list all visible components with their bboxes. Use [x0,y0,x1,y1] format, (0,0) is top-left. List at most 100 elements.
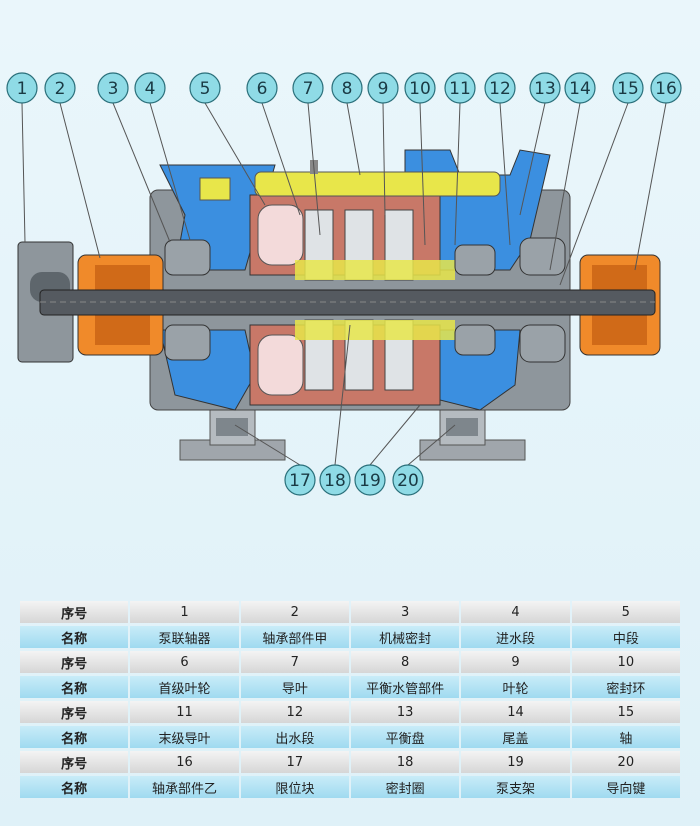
callout-circle [392,464,424,496]
table-cell: 轴承部件甲 [240,626,349,648]
callout-circle [134,72,166,104]
callout-number: 17 [289,471,311,491]
table-cell: 轴 [571,726,680,748]
callout-3: 3 [97,72,129,104]
callout-number: 8 [342,79,353,99]
callout-number: 15 [617,79,639,99]
table-cell: 叶轮 [461,676,570,698]
callout-circle [246,72,278,104]
table-row-names: 名称首级叶轮导叶平衡水管部件叶轮密封环 [20,676,680,698]
callout-number: 13 [534,79,556,99]
table-cell: 7 [240,651,349,673]
callout-20: 20 [392,464,424,496]
callout-11: 11 [444,72,476,104]
table-cell: 2 [240,601,349,623]
callout-6: 6 [246,72,278,104]
table-cell: 泵支架 [461,776,570,798]
table-cell: 平衡水管部件 [350,676,460,698]
callout-circle [529,72,561,104]
callout-circle [284,464,316,496]
callout-19: 19 [354,464,386,496]
callout-5: 5 [189,72,221,104]
callout-circle [354,464,386,496]
callout-16: 16 [650,72,682,104]
pump-drawing [17,149,661,461]
callout-4: 4 [134,72,166,104]
callout-number: 11 [449,79,471,99]
callout-circle [319,464,351,496]
table-row-names: 名称轴承部件乙限位块密封圈泵支架导向键 [20,776,680,798]
callout-9: 9 [367,72,399,104]
table-cell: 15 [571,701,680,723]
table-cell: 出水段 [240,726,349,748]
callout-2: 2 [44,72,76,104]
callout-number: 20 [397,471,419,491]
table-cell: 20 [571,751,680,773]
callout-circle [650,72,682,104]
callout-number: 4 [145,79,156,99]
table-cell: 机械密封 [350,626,460,648]
impeller-stages [295,209,455,391]
table-cell: 3 [350,601,460,623]
callout-leaders [21,102,667,466]
row-header: 名称 [20,776,129,798]
callout-13: 13 [529,72,561,104]
callout-circle [484,72,516,104]
callout-17: 17 [284,464,316,496]
callout-10: 10 [404,72,436,104]
table-cell: 12 [240,701,349,723]
row-header: 名称 [20,626,129,648]
callout-number: 18 [324,471,346,491]
callout-circle [292,72,324,104]
callout-7: 7 [292,72,324,104]
table-cell: 10 [571,651,680,673]
table-cell: 进水段 [461,626,570,648]
callout-circle [44,72,76,104]
callout-circle [97,72,129,104]
table-cell: 13 [350,701,460,723]
table-cell: 平衡盘 [350,726,460,748]
row-header: 序号 [20,601,129,623]
table-cell: 18 [350,751,460,773]
callout-circle [189,72,221,104]
table-cell: 19 [461,751,570,773]
row-header: 名称 [20,676,129,698]
table-cell: 尾盖 [461,726,570,748]
callout-number: 6 [257,79,268,99]
table-cell: 4 [461,601,570,623]
row-header: 序号 [20,651,129,673]
table-cell: 17 [240,751,349,773]
callout-18: 18 [319,464,351,496]
table-cell: 1 [130,601,239,623]
callout-number: 3 [108,79,119,99]
table-cell: 末级导叶 [130,726,239,748]
callout-circle [564,72,596,104]
table-cell: 8 [350,651,460,673]
table-cell: 泵联轴器 [130,626,239,648]
callout-number: 2 [55,79,66,99]
callout-circle [444,72,476,104]
callout-number: 19 [359,471,381,491]
table-cell: 限位块 [240,776,349,798]
callout-number: 1 [17,79,28,99]
table-cell: 16 [130,751,239,773]
table-cell: 11 [130,701,239,723]
table-cell: 导向键 [571,776,680,798]
callout-8: 8 [331,72,363,104]
callout-14: 14 [564,72,596,104]
callout-15: 15 [612,72,644,104]
callout-number: 10 [409,79,431,99]
callout-1: 1 [6,72,38,104]
table-cell: 密封圈 [350,776,460,798]
callout-number: 12 [489,79,511,99]
row-header: 名称 [20,726,129,748]
table-cell: 导叶 [240,676,349,698]
callout-circle [612,72,644,104]
